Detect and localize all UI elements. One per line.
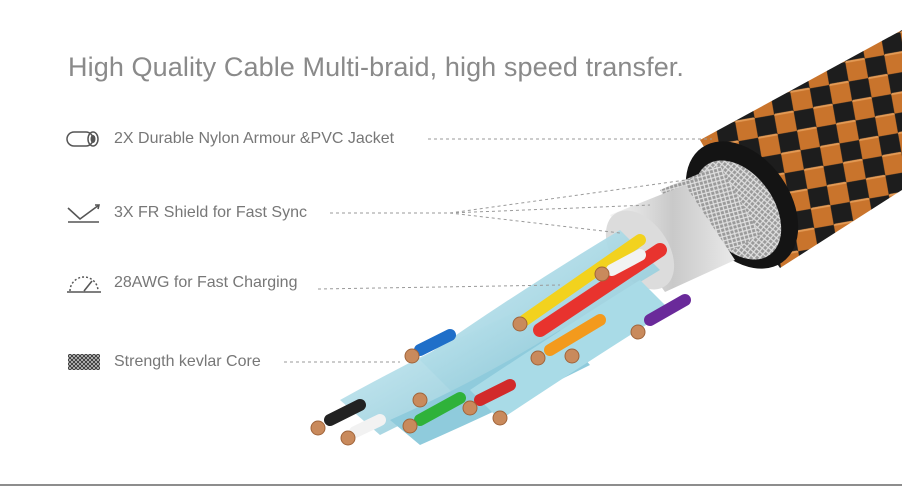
bottom-divider <box>0 484 902 486</box>
feature-label: 3X FR Shield for Fast Sync <box>114 204 307 221</box>
feature-item-jacket: 2X Durable Nylon Armour &PVC Jacket <box>64 125 394 153</box>
leader-lines <box>284 138 712 363</box>
copper-conductors <box>310 266 646 446</box>
feature-item-charging: 28AWG for Fast Charging <box>64 269 297 297</box>
feature-item-kevlar: Strength kevlar Core <box>64 348 261 376</box>
speed-gauge-icon <box>64 271 104 295</box>
cable-jacket-icon <box>64 127 104 151</box>
page-title: High Quality Cable Multi-braid, high spe… <box>68 52 685 82</box>
feature-item-shield: 3X FR Shield for Fast Sync <box>64 199 307 227</box>
kevlar-weave-icon <box>64 350 104 374</box>
colored-wires <box>324 234 691 438</box>
feature-label: 2X Durable Nylon Armour &PVC Jacket <box>114 130 395 147</box>
feature-label: 28AWG for Fast Charging <box>114 274 298 291</box>
shield-check-icon <box>64 201 104 225</box>
feature-label: Strength kevlar Core <box>114 353 261 370</box>
